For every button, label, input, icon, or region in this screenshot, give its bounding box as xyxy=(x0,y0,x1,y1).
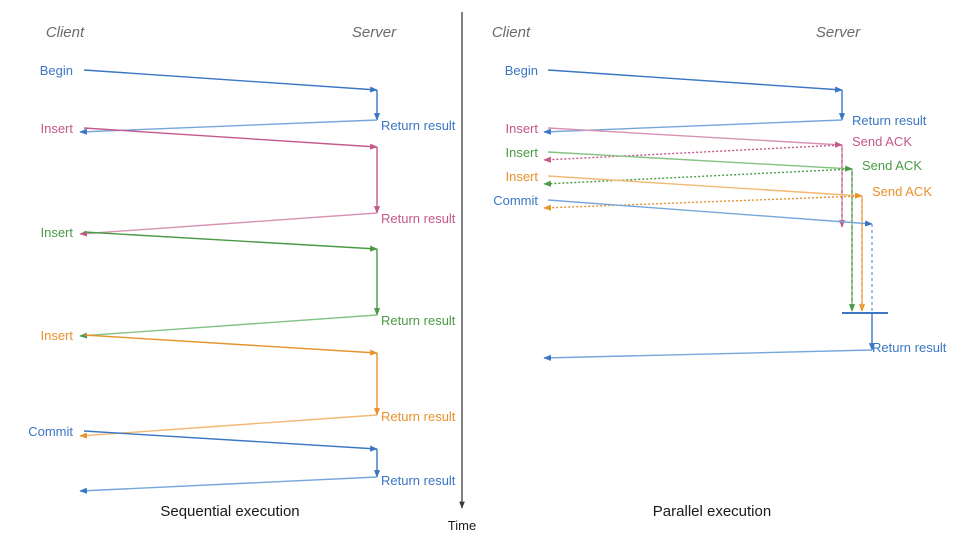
lifeline-header-client: Client xyxy=(46,24,85,41)
message-label: Insert xyxy=(505,169,538,184)
response-arrow xyxy=(79,476,378,494)
response-label: Return result xyxy=(872,340,947,355)
message-label: Insert xyxy=(505,145,538,160)
response-arrow xyxy=(543,349,873,361)
message-label: Insert xyxy=(40,225,73,240)
message-label: Commit xyxy=(28,424,73,439)
ack-dashed-arrow xyxy=(543,195,863,211)
ack-dashed-arrow xyxy=(543,144,843,163)
response-arrow xyxy=(79,119,378,135)
lifeline-header-client: Client xyxy=(492,24,531,41)
panel-caption-sequential: Sequential execution xyxy=(160,503,299,520)
response-label: Return result xyxy=(381,409,456,424)
panel-caption-parallel: Parallel execution xyxy=(653,503,771,520)
response-arrow xyxy=(79,414,378,439)
message-label: Insert xyxy=(40,121,73,136)
request-arrow xyxy=(83,334,378,356)
message-label: Insert xyxy=(505,121,538,136)
response-label: Return result xyxy=(381,118,456,133)
request-arrow xyxy=(547,69,843,93)
response-arrow xyxy=(79,212,378,237)
request-arrow xyxy=(547,199,873,227)
response-label: Return result xyxy=(381,473,456,488)
message-label: Begin xyxy=(505,63,538,78)
message-label: Commit xyxy=(493,193,538,208)
lifeline-header-server: Server xyxy=(816,24,861,41)
ack-label: Send ACK xyxy=(872,184,932,199)
request-arrow xyxy=(547,151,853,172)
response-label: Return result xyxy=(852,113,927,128)
request-arrow xyxy=(83,69,378,93)
lifeline-header-server: Server xyxy=(352,24,397,41)
message-label: Insert xyxy=(40,328,73,343)
ack-dashed-arrow xyxy=(543,168,853,187)
response-label: Return result xyxy=(381,211,456,226)
request-arrow xyxy=(83,430,378,452)
request-arrow xyxy=(547,127,843,148)
response-label: Return result xyxy=(381,313,456,328)
ack-label: Send ACK xyxy=(852,134,912,149)
request-arrow xyxy=(83,127,378,150)
message-label: Begin xyxy=(40,63,73,78)
request-arrow xyxy=(547,175,863,199)
ack-label: Send ACK xyxy=(862,158,922,173)
response-arrow xyxy=(79,314,378,339)
request-arrow xyxy=(83,231,378,252)
time-axis-label: Time xyxy=(448,518,476,533)
